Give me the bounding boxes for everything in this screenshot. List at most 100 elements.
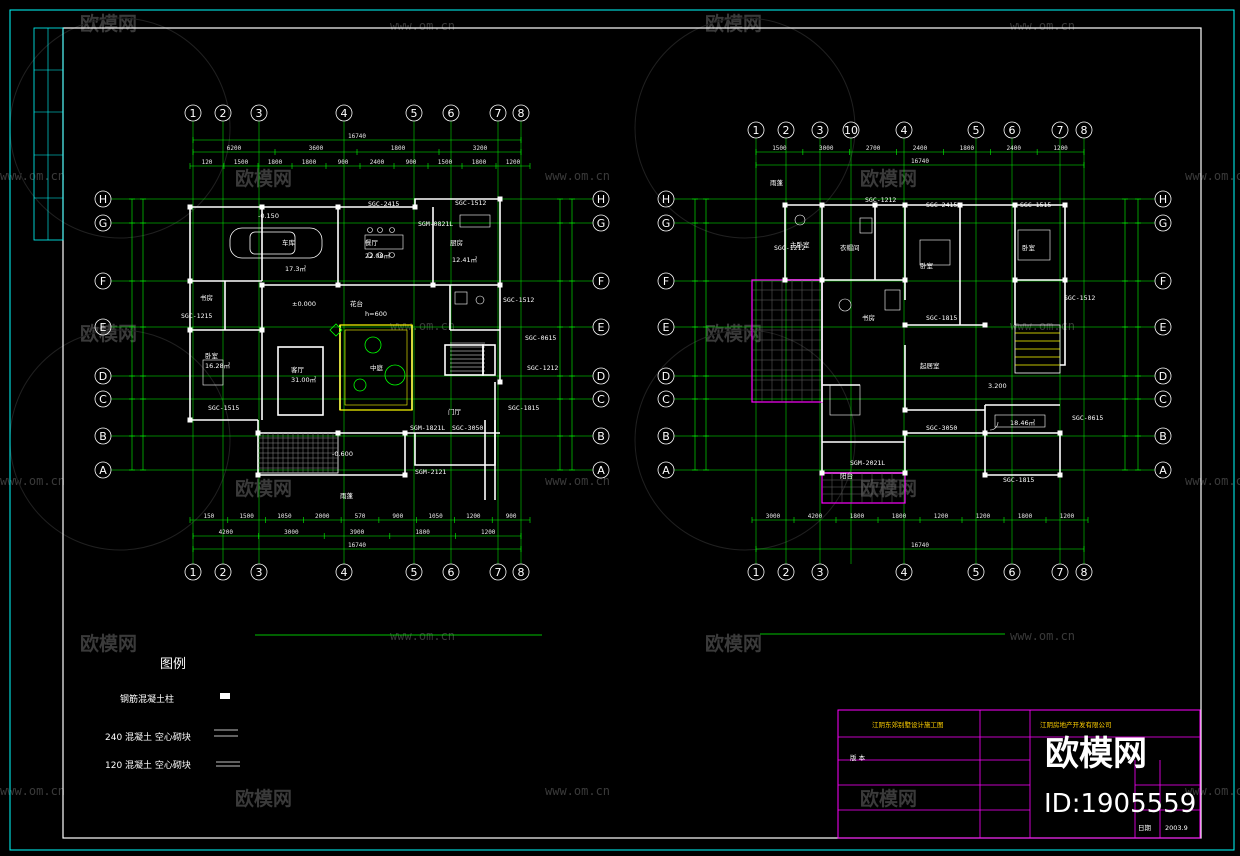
axis-label-bottom: 8 [518, 566, 525, 579]
dimension-value: 3600 [309, 145, 324, 152]
axis-label-top: 6 [1009, 124, 1016, 137]
axis-bubble [657, 272, 675, 290]
dimension-value: 1500 [438, 159, 453, 166]
dimension-value: 1800 [268, 159, 283, 166]
window-label: SGC-1815 [1003, 476, 1034, 484]
axis-label-top: 10 [844, 124, 858, 137]
dimension-value: 1200 [1053, 145, 1068, 152]
column [497, 282, 503, 288]
legend-item-240-prefix: 240 [105, 733, 122, 743]
axis-label-bottom: 4 [341, 566, 348, 579]
watermark-brand: 欧模网 [705, 322, 762, 345]
column [902, 277, 908, 283]
axis-bubble [184, 104, 202, 122]
dimension-value: 2700 [866, 145, 881, 152]
axis-label-bottom: 3 [256, 566, 263, 579]
column [335, 430, 341, 436]
dimension-value: 2400 [913, 145, 928, 152]
dimension-value: 1200 [976, 513, 991, 520]
column [902, 470, 908, 476]
axis-bubble [592, 190, 610, 208]
axis-bubble [1154, 390, 1172, 408]
column [1062, 277, 1068, 283]
axis-label-left: G [662, 217, 671, 230]
legend-column-swatch [220, 693, 230, 699]
window-label: SGC-1512 [503, 296, 534, 304]
dimension-value: 570 [355, 513, 366, 520]
axis-label-bottom: 1 [190, 566, 197, 579]
axis-bubble [250, 563, 268, 581]
axis-bubble [967, 121, 985, 139]
axis-label-right: B [1159, 430, 1167, 443]
axis-bubble [592, 367, 610, 385]
column [187, 417, 193, 423]
axis-label-left: B [99, 430, 107, 443]
watermark-brand: 欧模网 [860, 167, 917, 190]
axis-label-top: 1 [190, 107, 197, 120]
column [902, 407, 908, 413]
dimension-value: 120 [202, 159, 213, 166]
column [259, 327, 265, 333]
axis-bubble [512, 563, 530, 581]
axis-label-left: B [662, 430, 670, 443]
note-label: h=600 [365, 310, 387, 318]
watermark-brand: 欧模网 [80, 12, 137, 35]
dimension-value: 1800 [850, 513, 865, 520]
window-label: SGM-0821L [418, 220, 453, 228]
column [982, 472, 988, 478]
column [255, 430, 261, 436]
axis-bubble [1154, 272, 1172, 290]
axis-bubble [184, 563, 202, 581]
axis-label-left: F [663, 275, 669, 288]
axis-bubble [214, 563, 232, 581]
watermark-arc [634, 17, 856, 239]
window-label: SGC-1515 [1020, 201, 1051, 209]
axis-label-bottom: 7 [1057, 566, 1064, 579]
axis-bubble [747, 563, 765, 581]
axis-bubble [592, 390, 610, 408]
axis-label-left: A [662, 464, 670, 477]
axis-bubble [489, 563, 507, 581]
room-label: 衣帽间 [840, 243, 860, 252]
window-label: SGC-3050 [452, 424, 483, 432]
axis-bubble [442, 563, 460, 581]
stamp-id: ID:1905559 [1044, 789, 1196, 819]
axis-label-right: D [597, 370, 605, 383]
column [259, 204, 265, 210]
axis-bubble [94, 461, 112, 479]
ground-floor-courtyard [329, 323, 413, 411]
axis-label-bottom: 4 [901, 566, 908, 579]
axis-label-bottom: 5 [973, 566, 980, 579]
column [902, 430, 908, 436]
axis-label-left: G [99, 217, 108, 230]
dimension-value: 1050 [277, 513, 292, 520]
title-block-date: 2003.9 [1165, 824, 1188, 832]
axis-label-right: H [597, 193, 605, 206]
axis-bubble [250, 104, 268, 122]
stamp-brand: 欧模网 [1045, 734, 1147, 774]
brand-stamp: 欧模网 ID:1905559 [1044, 734, 1196, 819]
room-label: 起居室 [920, 361, 940, 370]
level-label: 3.200 [988, 382, 1007, 390]
column [259, 282, 265, 288]
axis-bubble [1003, 121, 1021, 139]
ground-floor-car [229, 227, 323, 259]
column [335, 204, 341, 210]
column [782, 202, 788, 208]
axis-bubble [442, 104, 460, 122]
axis-bubble [94, 190, 112, 208]
axis-label-top: 8 [1081, 124, 1088, 137]
axis-bubble [657, 214, 675, 232]
dimension-value: 900 [406, 159, 417, 166]
room-label: 中庭 [370, 363, 384, 372]
axis-bubble [777, 563, 795, 581]
window-label: SGC-0615 [525, 334, 556, 342]
dimension-value: 1800 [1018, 513, 1033, 520]
axis-label-right: C [1159, 393, 1167, 406]
watermark-brand: 欧模网 [860, 787, 917, 810]
axis-bubble [94, 272, 112, 290]
column [982, 430, 988, 436]
ground-floor-furniture [202, 214, 491, 386]
legend-item-120-prefix: 120 [105, 761, 122, 771]
